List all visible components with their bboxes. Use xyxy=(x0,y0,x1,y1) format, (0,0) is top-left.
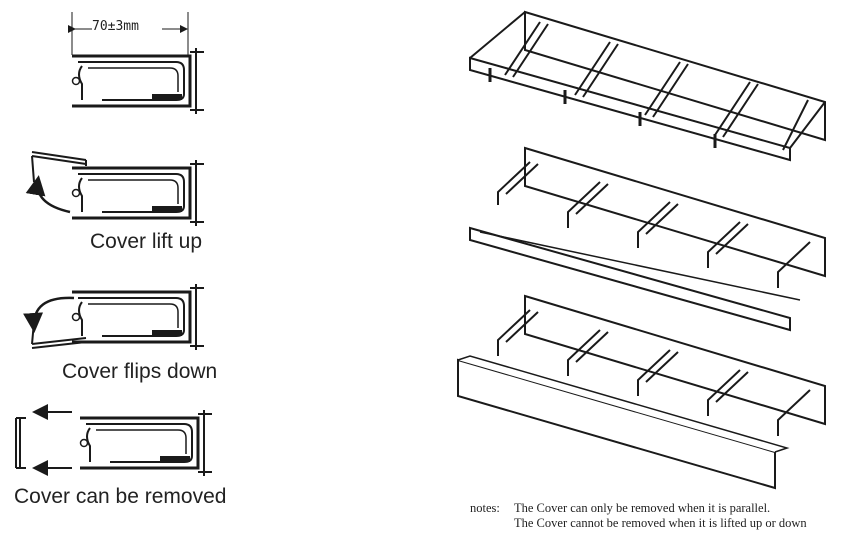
notes-line-2: The Cover cannot be removed when it is l… xyxy=(514,516,807,530)
dimension-label: 70±3mm xyxy=(92,19,139,34)
notes-label: notes: xyxy=(470,501,500,515)
notes-block: notes: The Cover can only be removed when… xyxy=(470,501,807,531)
cable-manager-cover-parallel xyxy=(469,10,826,162)
caption-lift-up: Cover lift up xyxy=(90,230,203,253)
profile-lift-up xyxy=(25,151,206,228)
caption-flip-down: Cover flips down xyxy=(62,360,218,383)
cable-manager-cover-down xyxy=(469,146,826,332)
profile-flip-down xyxy=(23,282,206,352)
dimension-line xyxy=(68,12,189,55)
profile-closed xyxy=(70,46,206,116)
cable-manager-cover-removed xyxy=(457,294,826,490)
profile-removed xyxy=(15,404,214,478)
flip-arrow xyxy=(23,296,75,333)
caption-removed: Cover can be removed xyxy=(14,485,227,508)
notes-line-1: The Cover can only be removed when it is… xyxy=(514,501,771,515)
lift-arrow xyxy=(25,175,71,214)
